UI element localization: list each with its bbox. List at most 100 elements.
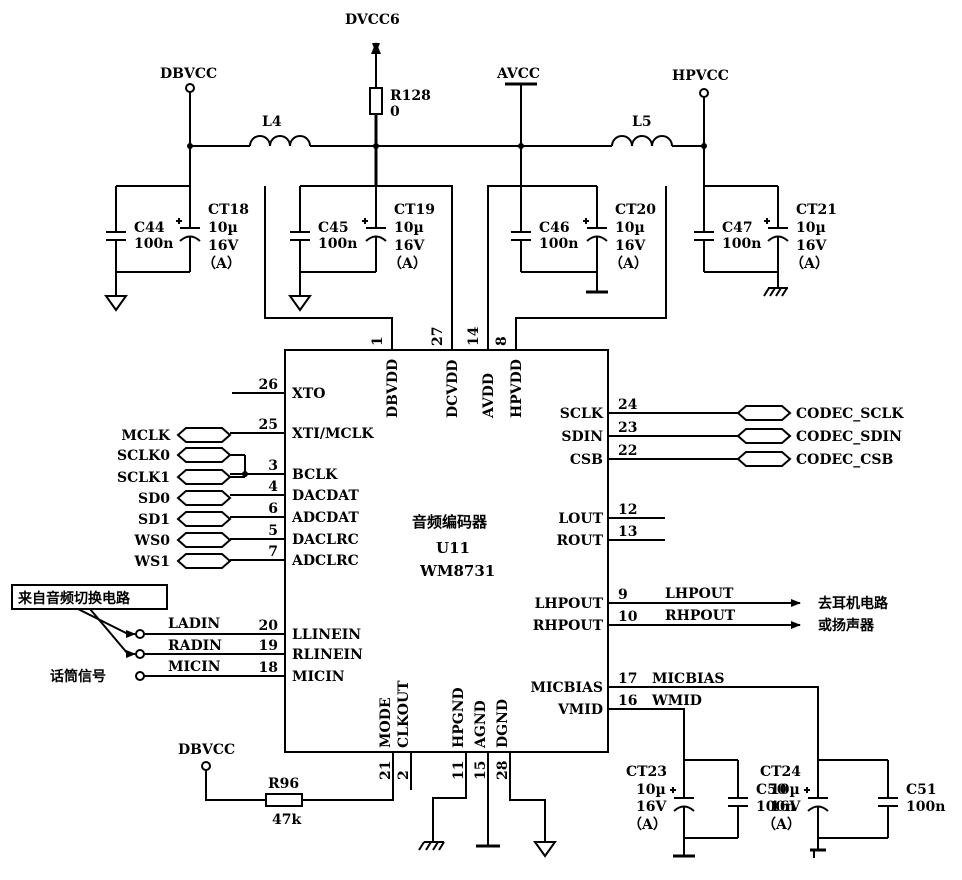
pin-name: RLINEIN bbox=[292, 647, 363, 663]
cap-value: 100n bbox=[134, 236, 173, 252]
signal-label: WS0 bbox=[133, 533, 170, 549]
decoupling-groups: C44100nCT1810µ16V（A）C45100nCT1910µ16V（A）… bbox=[104, 185, 837, 312]
right-analog-outputs: LHPOUT RHPOUT 去耳机电路 或扬声器 MICBIAS WMID bbox=[608, 517, 889, 760]
ic-ref: U11 bbox=[436, 539, 470, 557]
cap-name: C45 bbox=[318, 220, 349, 236]
cap-value: 100n bbox=[318, 236, 357, 252]
pin-name: LOUT bbox=[558, 511, 603, 527]
cap-value: 100n bbox=[756, 799, 795, 815]
cap-value: 100n bbox=[906, 799, 945, 815]
pin-number: 6 bbox=[268, 501, 278, 517]
pin-number: 20 bbox=[259, 618, 279, 634]
pin-number: 9 bbox=[618, 587, 628, 603]
cap-name: C44 bbox=[134, 220, 165, 236]
l5-inductor bbox=[611, 135, 673, 147]
tantalum-name: CT19 bbox=[394, 202, 435, 218]
r128-value: 0 bbox=[390, 104, 400, 120]
r128-resistor bbox=[369, 87, 383, 115]
r96-resistor bbox=[265, 793, 303, 807]
wmid-net-label: WMID bbox=[651, 693, 702, 709]
pin-name: DBVDD bbox=[385, 359, 401, 418]
pin-number: 22 bbox=[618, 443, 637, 459]
pin-name: AVDD bbox=[481, 373, 497, 419]
tantalum-voltage: 16V bbox=[394, 238, 425, 254]
micbias-net-label: MICBIAS bbox=[652, 671, 725, 687]
tantalum-name: CT23 bbox=[626, 764, 667, 780]
pin-number: 26 bbox=[259, 377, 278, 393]
right-signal-codec-sdin: CODEC_SDIN bbox=[608, 428, 902, 445]
pin-name: ADCDAT bbox=[291, 510, 359, 526]
l5-label: L5 bbox=[632, 114, 652, 130]
pin-number: 17 bbox=[618, 671, 637, 687]
codec-ic-body bbox=[284, 349, 609, 753]
left-signal-ws1: WS1 bbox=[133, 553, 232, 570]
ic-supply-feeds bbox=[264, 185, 667, 350]
pin-name: XTI/MCLK bbox=[292, 426, 374, 442]
hpvcc-label: HPVCC bbox=[672, 68, 729, 84]
bottom-pin-28: DGND 28 bbox=[495, 699, 511, 780]
pin-name: DACLRC bbox=[292, 532, 359, 548]
pin-name: DGND bbox=[495, 699, 511, 748]
tantalum-case: （A） bbox=[388, 256, 427, 272]
pin-number: 2 bbox=[396, 770, 412, 780]
pin-number: 10 bbox=[618, 609, 638, 625]
pin-name: ADCLRC bbox=[291, 553, 359, 569]
avcc-label: AVCC bbox=[496, 66, 540, 82]
l4-inductor bbox=[249, 135, 311, 147]
tantalum-case: （A） bbox=[202, 256, 241, 272]
tantalum-name: CT20 bbox=[615, 202, 656, 218]
pin-number: 28 bbox=[495, 761, 511, 780]
signal-label: SD0 bbox=[138, 491, 170, 507]
hpvcc-terminal bbox=[699, 88, 709, 98]
tantalum-voltage: 16V bbox=[636, 799, 667, 815]
pin-name: HPGND bbox=[451, 687, 467, 748]
pin-number: 21 bbox=[378, 761, 394, 780]
right-signal-codec-sclk: CODEC_SCLK bbox=[608, 405, 904, 422]
right-signal-codec-csb: CODEC_CSB bbox=[608, 451, 894, 468]
pin-name: CSB bbox=[570, 452, 603, 468]
tantalum-case: （A） bbox=[628, 817, 667, 833]
pin-number: 3 bbox=[268, 458, 278, 474]
pin-name: MICIN bbox=[292, 669, 345, 685]
left-signal-sclk1: SCLK1 bbox=[117, 469, 232, 486]
pin-number: 16 bbox=[618, 693, 637, 709]
tantalum-voltage: 16V bbox=[615, 238, 646, 254]
pin-number: 23 bbox=[618, 420, 637, 436]
ic-pins: 1DBVDD27DCVDD14AVDD8HPVDD26XTO25XTI/MCLK… bbox=[230, 326, 638, 780]
dbvcc-bottom-label: DBVCC bbox=[178, 742, 235, 758]
r96-value: 47k bbox=[272, 812, 301, 828]
signal-label: CODEC_SCLK bbox=[796, 406, 904, 422]
ladin-label: LADIN bbox=[168, 616, 220, 632]
pin-number: 8 bbox=[494, 336, 510, 346]
pin-number: 5 bbox=[268, 523, 278, 539]
r96-name: R96 bbox=[268, 776, 299, 792]
pin-name: BCLK bbox=[292, 467, 338, 483]
ic-part: WM8731 bbox=[419, 562, 495, 580]
pin-name: DACDAT bbox=[292, 488, 359, 504]
pin-number: 4 bbox=[268, 479, 278, 495]
pin-name: AGND bbox=[473, 700, 489, 749]
tantalum-case: （A） bbox=[609, 256, 648, 272]
pin-number: 24 bbox=[618, 397, 638, 413]
left-signal-sd0: SD0 bbox=[138, 490, 232, 507]
pin-name: CLKOUT bbox=[396, 680, 412, 748]
left-analog-inputs: 来自音频切换电路 LADIN RADIN MICIN 话筒信号 bbox=[11, 584, 285, 685]
tantalum-name: CT21 bbox=[796, 202, 837, 218]
pin-number: 27 bbox=[430, 327, 446, 346]
